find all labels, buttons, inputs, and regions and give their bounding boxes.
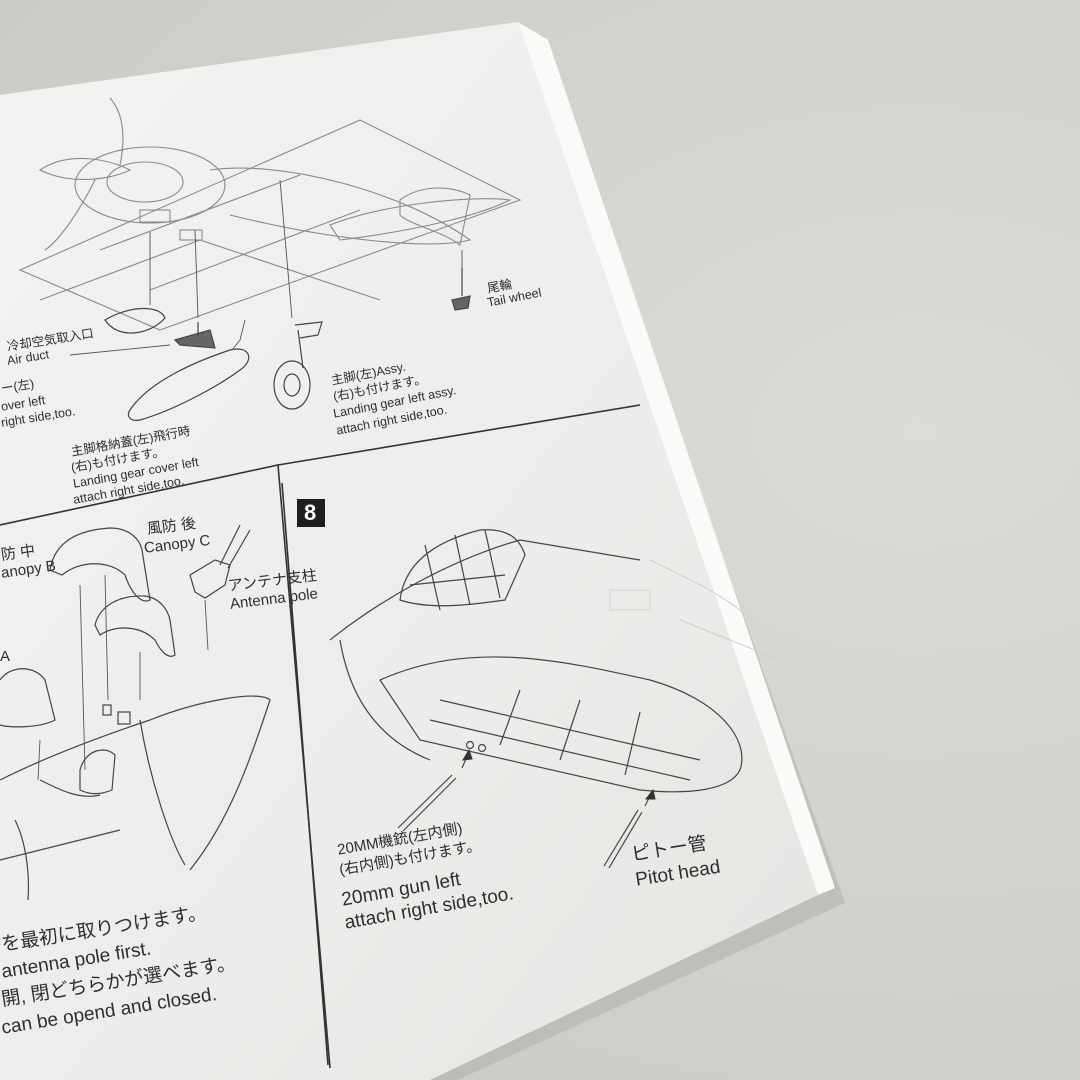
step-number: 8 <box>304 500 317 525</box>
ghost-marks <box>609 559 781 661</box>
canopy-leader-lines <box>37 574 209 781</box>
step8-arrows <box>461 748 656 807</box>
top-leader-lines <box>69 179 463 356</box>
canopy-panel-art <box>0 524 271 901</box>
sheet-edge <box>518 22 835 895</box>
panel-borders <box>0 404 641 1069</box>
step8-aircraft-art <box>329 529 743 869</box>
top-aircraft-art <box>18 97 522 331</box>
step-badge-bg <box>297 499 325 527</box>
top-parts <box>104 268 471 421</box>
canopy-a-label: A <box>0 648 11 665</box>
paper-sheet <box>0 22 818 1080</box>
